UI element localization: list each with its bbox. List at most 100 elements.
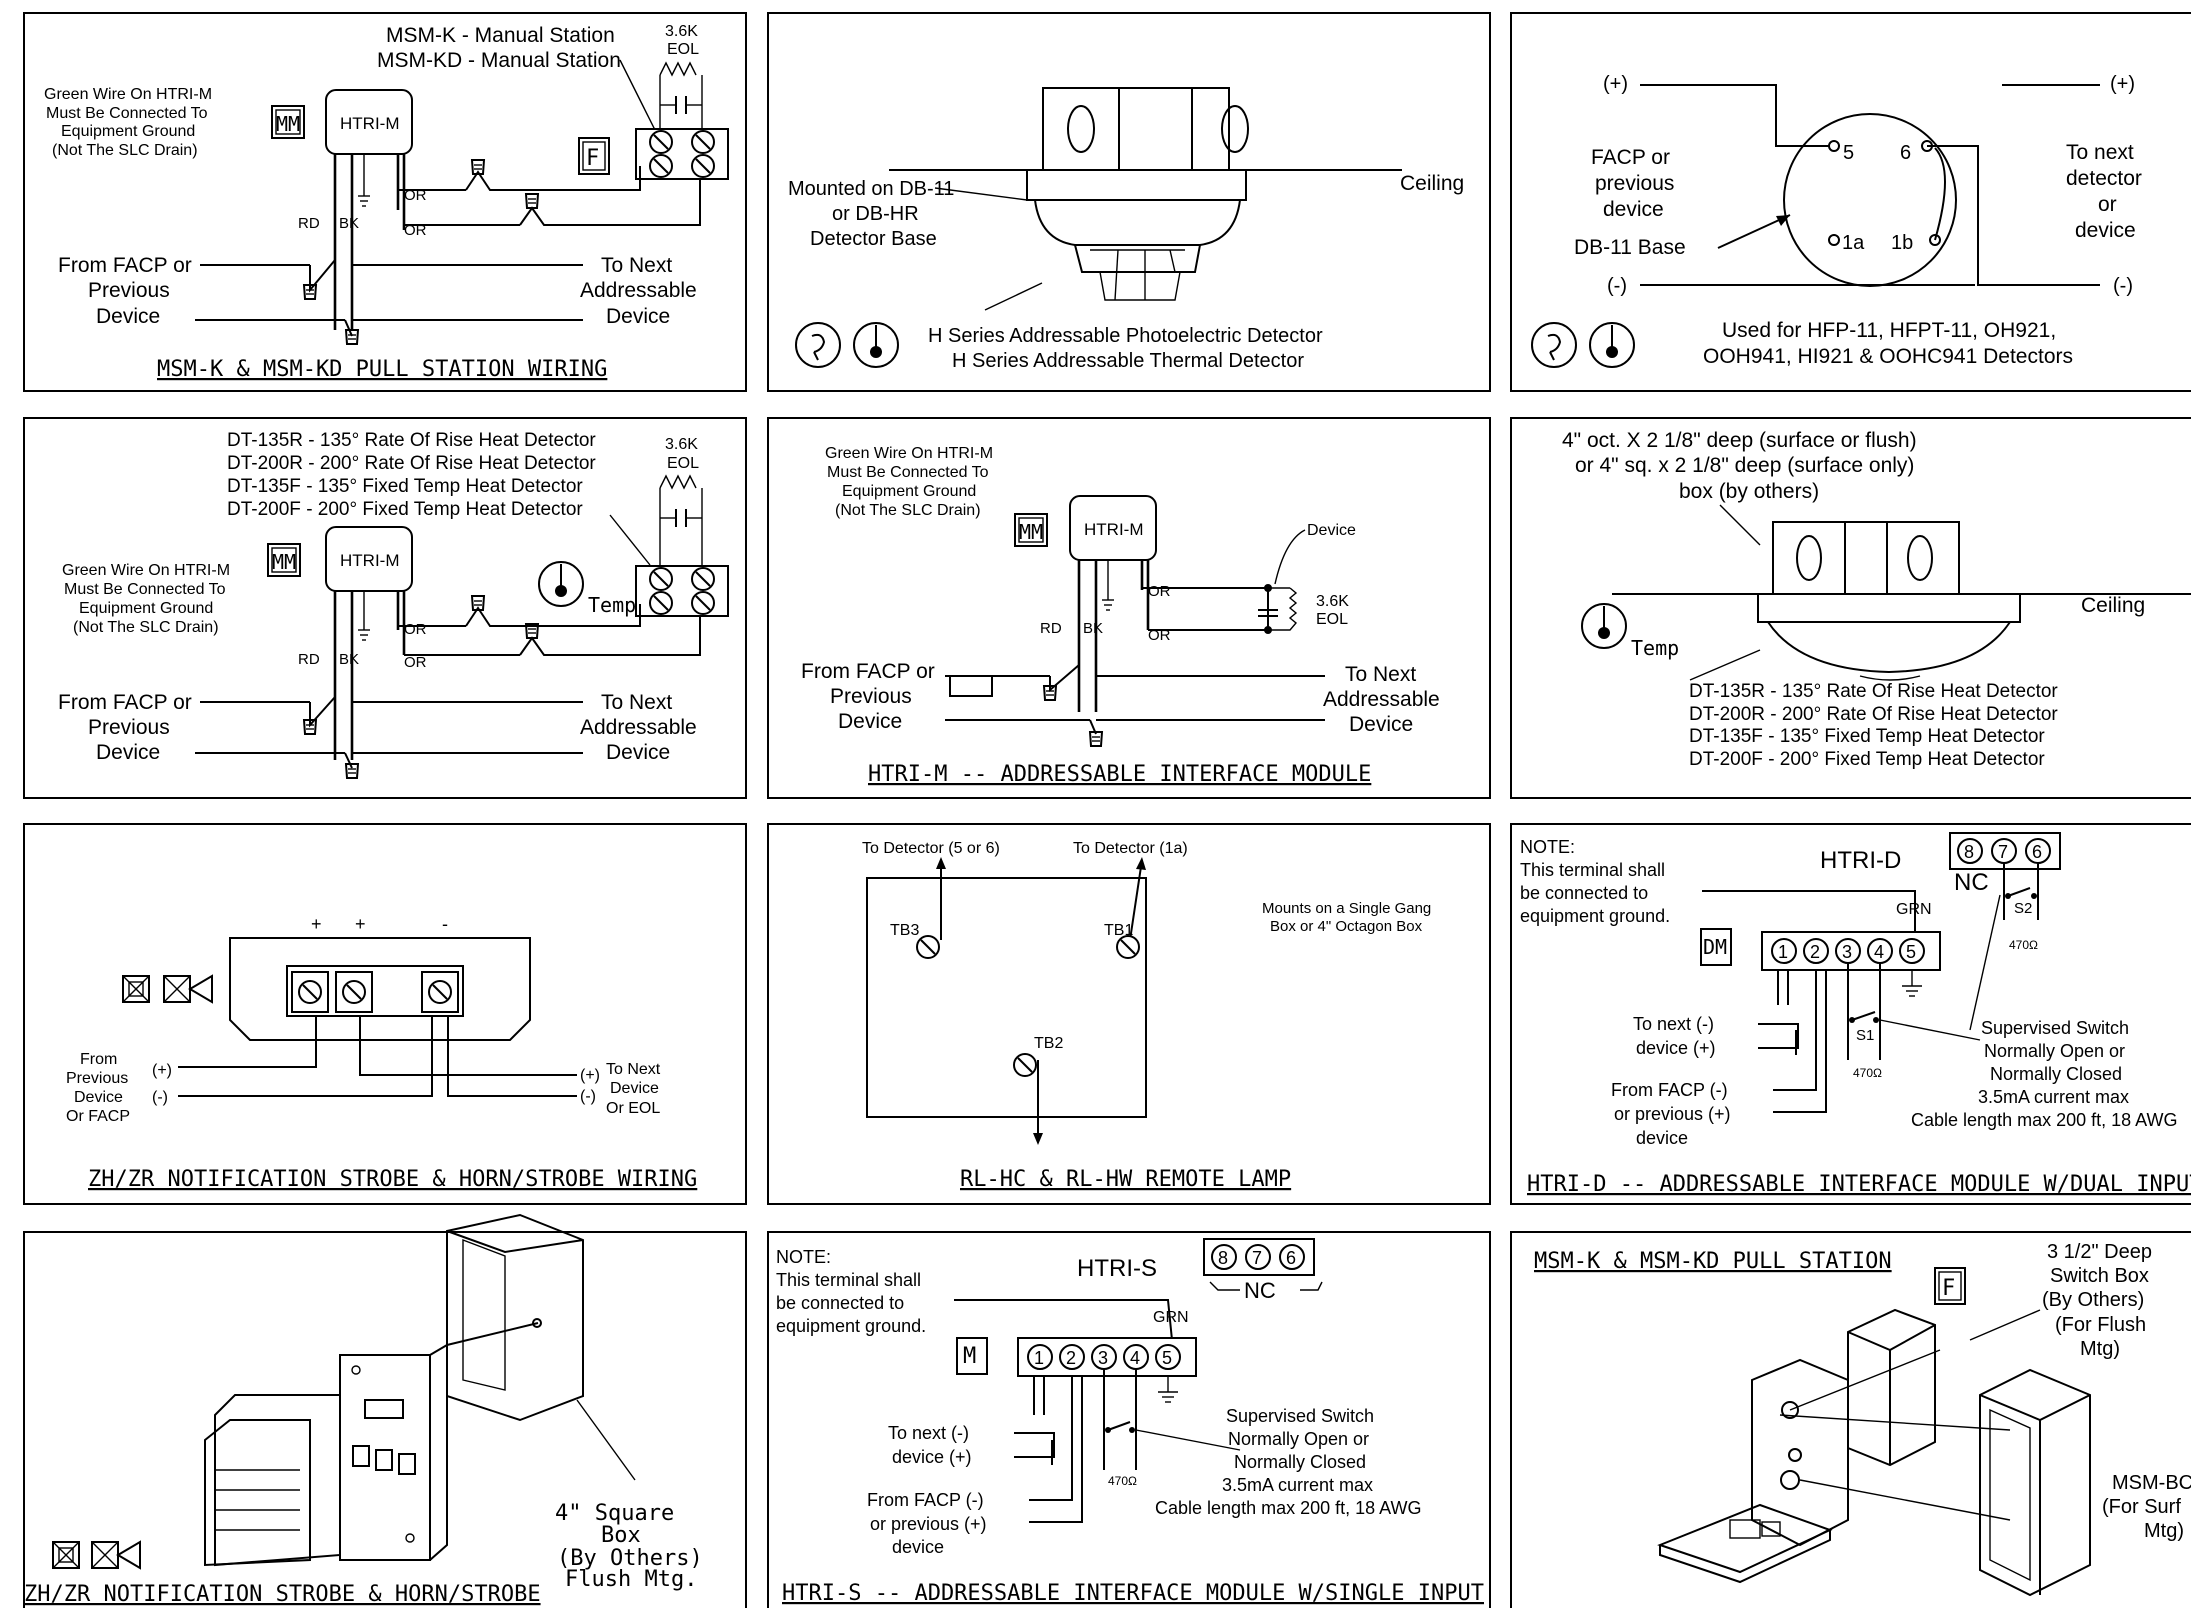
plus-1: + xyxy=(311,914,322,934)
from-line-3: Device xyxy=(74,1089,123,1106)
ground-note-line-4: (Not The SLC Drain) xyxy=(835,502,981,519)
switch-line-4: 3.5mA current max xyxy=(1222,1475,1373,1495)
switch-line-1: Supervised Switch xyxy=(1226,1406,1374,1426)
from-minus: (-) xyxy=(152,1089,168,1106)
note-line-4: equipment ground. xyxy=(1520,906,1670,926)
top-term-6: 6 xyxy=(2032,842,2042,862)
minus-right: (-) xyxy=(2113,275,2133,297)
switch-line-3: Normally Closed xyxy=(1990,1064,2122,1084)
eol-value: 3.6K xyxy=(1316,593,1349,610)
device-label: Device xyxy=(1307,522,1356,539)
panel-pull-station-mounting: MSM-K & MSM-KD PULL STATION F 3 1/2" Dee… xyxy=(1510,1231,2191,1608)
box-line-4: Flush Mtg. xyxy=(565,1567,697,1592)
term-5: 5 xyxy=(1906,942,1916,962)
used-line-1: Used for HFP-11, HFPT-11, OH921, xyxy=(1722,319,2056,342)
from-facp-line-2: Previous xyxy=(88,279,170,302)
photoelectric-symbol xyxy=(795,322,841,368)
detector-line-3: DT-135F - 135° Fixed Temp Heat Detector xyxy=(227,476,583,497)
res-label-1: 470Ω xyxy=(1853,1066,1882,1080)
note-line-1: NOTE: xyxy=(776,1247,831,1267)
to-line-1: To Next xyxy=(606,1061,661,1078)
box-line-1: 4" Square xyxy=(555,1501,674,1526)
box-line-4: (For Flush xyxy=(2055,1314,2146,1336)
term-3: 3 xyxy=(1098,1348,1108,1368)
ground-note-line-1: Green Wire On HTRI-M xyxy=(62,562,230,579)
wire-rd: RD xyxy=(298,651,320,668)
plus-left: (+) xyxy=(1603,73,1628,95)
to-next-line-2: Addressable xyxy=(580,279,697,302)
detector-line-1: DT-135R - 135° Rate Of Rise Heat Detecto… xyxy=(227,430,596,451)
module-label: HTRI-M xyxy=(1084,520,1143,539)
strobe-symbol xyxy=(52,1541,80,1569)
to-detector-1a: To Detector (1a) xyxy=(1073,840,1188,857)
from-facp-line-3: Device xyxy=(838,710,902,733)
to-next-line-1: To Next xyxy=(601,254,672,277)
from-facp-line-1: From FACP or xyxy=(58,691,192,714)
ground-note-line-1: Green Wire On HTRI-M xyxy=(825,445,993,462)
to-line-2: Device xyxy=(610,1080,659,1097)
panel-title: ZH/ZR NOTIFICATION STROBE & HORN/STROBE … xyxy=(88,1167,697,1192)
to-line-3: Or EOL xyxy=(606,1100,660,1117)
terminal-1a: 1a xyxy=(1842,232,1865,254)
s1-label: S1 xyxy=(1856,1027,1874,1044)
surface-line-1: MSM-BC xyxy=(2112,1472,2191,1494)
switch-line-4: 3.5mA current max xyxy=(1978,1087,2129,1107)
ceiling-label: Ceiling xyxy=(2081,594,2145,617)
base-label: DB-11 Base xyxy=(1574,236,1686,259)
photo-line-1: H Series Addressable Photoelectric Detec… xyxy=(928,325,1323,347)
panel-title: HTRI-D -- ADDRESSABLE INTERFACE MODULE W… xyxy=(1527,1172,2191,1197)
temp-label: Temp xyxy=(588,593,636,617)
plus-2: + xyxy=(355,914,366,934)
top-term-8: 8 xyxy=(1218,1248,1228,1268)
term-4: 4 xyxy=(1874,942,1884,962)
term-1: 1 xyxy=(1034,1348,1044,1368)
mm-symbol: MM xyxy=(1019,520,1043,544)
to-next-line-3: Device xyxy=(606,305,670,328)
f-symbol: F xyxy=(1942,1276,1955,1301)
top-term-6: 6 xyxy=(1286,1248,1296,1268)
note-line-3: be connected to xyxy=(776,1293,904,1313)
wire-or-2: OR xyxy=(404,654,427,671)
note-line-1: NOTE: xyxy=(1520,837,1575,857)
term-3: 3 xyxy=(1842,942,1852,962)
from-line-2: Previous xyxy=(66,1070,128,1087)
s2-label: S2 xyxy=(2014,900,2032,917)
surface-line-3: Mtg) xyxy=(2144,1520,2184,1542)
module-label: HTRI-D xyxy=(1820,847,1901,874)
thermal-symbol xyxy=(538,561,584,607)
to-next-line-2: Addressable xyxy=(1323,688,1440,711)
box-line-3: (By Others) xyxy=(2042,1289,2144,1311)
term-1: 1 xyxy=(1778,942,1788,962)
eol-label: EOL xyxy=(667,41,699,58)
m-symbol: M xyxy=(963,1344,976,1369)
switch-line-2: Normally Open or xyxy=(1984,1041,2125,1061)
wire-rd: RD xyxy=(298,215,320,232)
term-2: 2 xyxy=(1810,942,1820,962)
from-line-4: Or FACP xyxy=(66,1108,130,1125)
panel-title: HTRI-M -- ADDRESSABLE INTERFACE MODULE xyxy=(868,762,1371,787)
surface-line-2: (For Surf xyxy=(2102,1496,2181,1518)
nc-label: NC xyxy=(1954,869,1989,896)
from-line-2: or previous (+) xyxy=(1614,1104,1731,1124)
box-line-1: 4" oct. X 2 1/8" deep (surface or flush) xyxy=(1562,429,1917,452)
ground-note-line-4: (Not The SLC Drain) xyxy=(73,619,219,636)
photo-line-2: H Series Addressable Thermal Detector xyxy=(952,350,1304,372)
switch-line-2: Normally Open or xyxy=(1228,1429,1369,1449)
horn-strobe-symbol xyxy=(91,1540,141,1570)
terminal-5: 5 xyxy=(1843,142,1854,164)
from-line-2: or previous (+) xyxy=(870,1514,987,1534)
panel-heat-detector-mounting: 4" oct. X 2 1/8" deep (surface or flush)… xyxy=(1510,417,2191,799)
ground-note-line-2: Must Be Connected To xyxy=(827,464,989,481)
right-line-1: To next xyxy=(2066,141,2134,164)
module-label: HTRI-M xyxy=(340,551,399,570)
wire-or-2: OR xyxy=(1148,627,1171,644)
mounted-line-3: Detector Base xyxy=(810,228,937,250)
module-label: HTRI-S xyxy=(1077,1255,1157,1282)
switch-line-1: Supervised Switch xyxy=(1981,1018,2129,1038)
mounted-line-2: or DB-HR xyxy=(832,203,919,225)
box-line-2: or 4" sq. x 2 1/8" deep (surface only) xyxy=(1575,454,1914,477)
grn-label: GRN xyxy=(1896,901,1932,918)
panel-htri-m-module: Green Wire On HTRI-M Must Be Connected T… xyxy=(767,417,1491,799)
switch-line-3: Normally Closed xyxy=(1234,1452,1366,1472)
